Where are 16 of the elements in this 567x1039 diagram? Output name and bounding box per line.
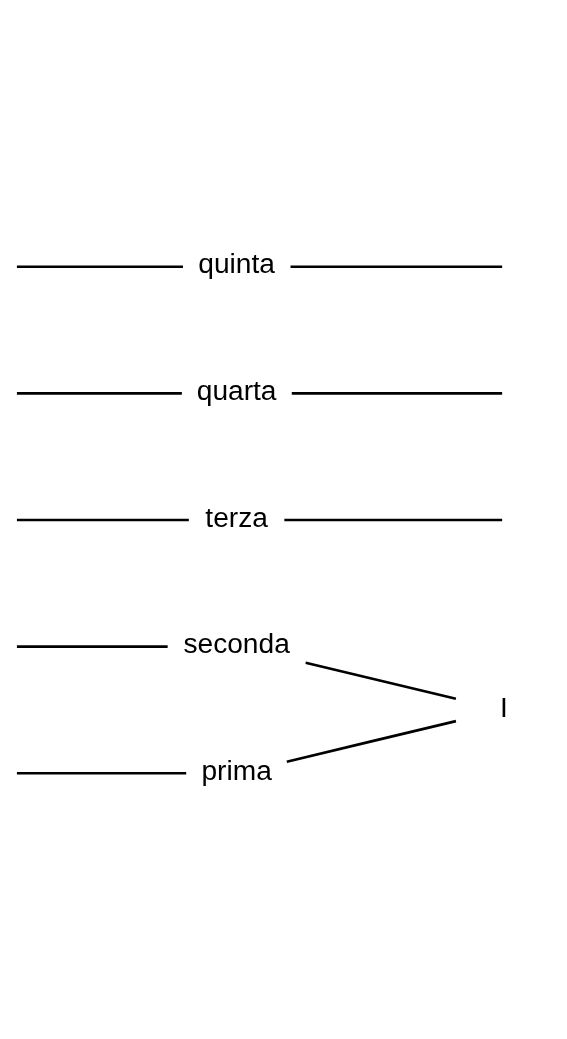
node-text: terza xyxy=(205,501,268,533)
node-text: seconda xyxy=(183,627,290,659)
connector xyxy=(16,644,168,648)
connector xyxy=(16,518,189,521)
node-text: prima xyxy=(201,754,272,786)
connector xyxy=(284,518,503,521)
connector xyxy=(16,264,183,268)
node-text: quarta xyxy=(196,374,277,406)
node-text: quinta xyxy=(198,247,275,279)
connector xyxy=(305,661,457,700)
connector xyxy=(290,264,503,268)
node-text: I xyxy=(500,691,508,723)
connector xyxy=(16,391,182,395)
connector xyxy=(286,719,457,763)
connector xyxy=(291,391,503,395)
connector xyxy=(16,771,187,775)
